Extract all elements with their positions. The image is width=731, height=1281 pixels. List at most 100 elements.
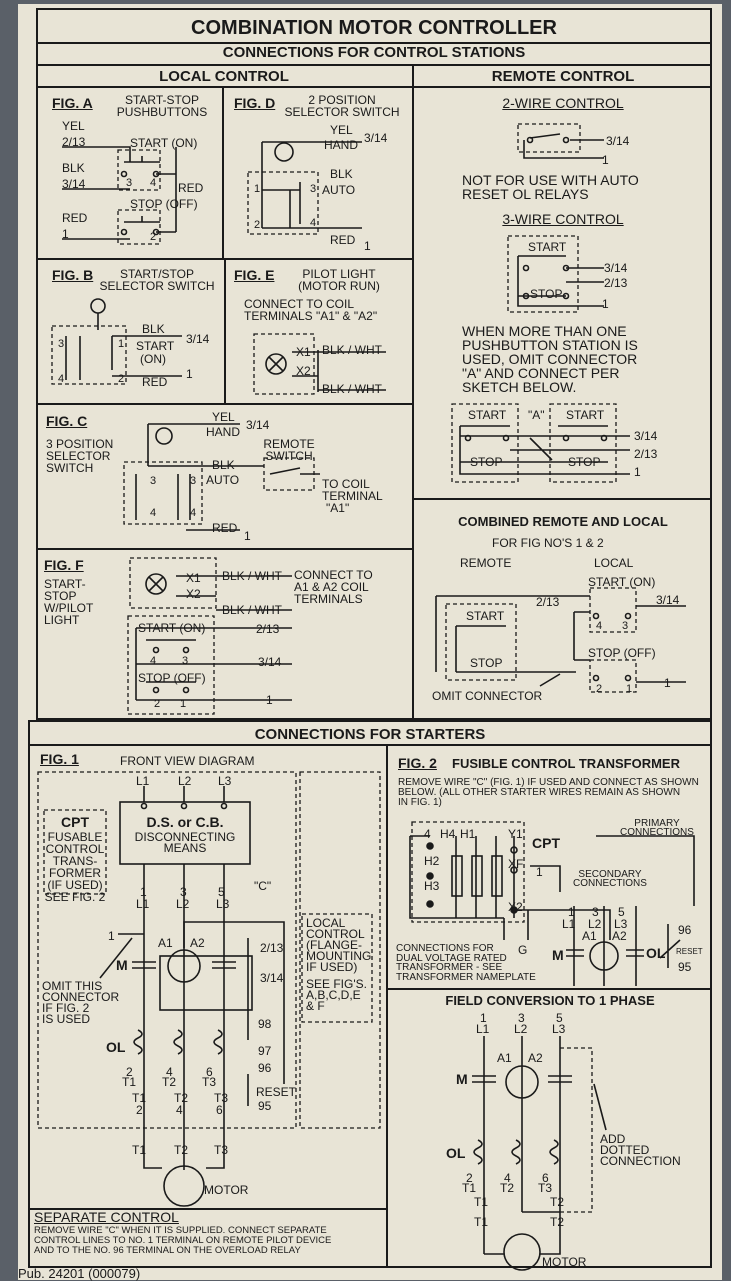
terminal-number: 4 [150,655,157,667]
terminal-number: 2 [126,1065,133,1079]
wire-label: 97 [258,1044,272,1058]
wire-label: RED [178,181,204,195]
line-l2: L2 [588,917,602,931]
wire-label: 95 [678,960,692,974]
wire-label: 96 [258,1061,272,1075]
combined-title: COMBINED REMOTE AND LOCAL [458,514,668,529]
fig-2-title: FUSIBLE CONTROL TRANSFORMER [452,756,680,771]
wire-label: 3/14 [246,418,270,432]
page-title: COMBINATION MOTOR CONTROLLER [191,17,557,39]
position-label: START [136,339,175,353]
wire-label: 3/14 [364,131,388,145]
terminal-t1: T1 [132,1091,147,1105]
wire-label: 3/14 [62,177,86,191]
note-text: TERMINALS "A1" & "A2" [244,309,378,323]
terminal-number: 1 [480,1011,487,1025]
grid-line [36,403,412,405]
wire-label: 2/13 [260,941,284,955]
terminal-number: 3 [592,905,599,919]
wire-label: 3/14 [656,593,680,607]
section-header-line [36,86,712,88]
terminal-number: 1 [568,905,575,919]
omit-connector-label: OMIT CONNECTOR [432,689,543,703]
local-control-heading: LOCAL CONTROL [159,68,289,85]
coil-a2: A2 [190,936,205,950]
terminal-number: 4 [190,507,197,519]
field-conversion-schematic [472,1036,607,1271]
coil-a1: A1 [158,936,173,950]
note-text: NOT FOR USE WITH AUTO [462,172,639,188]
terminal-number: 2 [150,231,157,243]
wire-label: RED [62,211,88,225]
combined-schematic [435,587,686,693]
terminal-number: 3 [126,177,133,189]
fig-1-schematic [37,771,381,1207]
terminal-number: 4 [504,1171,511,1185]
terminal-number: 1 [254,183,261,195]
line-l2: L2 [514,1022,528,1036]
terminal-t2: T2 [162,1075,177,1089]
motor-label: MOTOR [204,1183,249,1197]
wire-label: 1 [536,865,543,879]
page-subtitle: CONNECTIONS FOR CONTROL STATIONS [222,44,526,61]
wire-label: 96 [678,923,692,937]
position-label: AUTO [206,473,240,487]
terminal-number: 1 [626,683,633,695]
stop-label: STOP (OFF) [588,646,656,660]
terminal-number: 4 [150,507,157,519]
cpt-title: CPT [61,814,89,830]
terminal-number: 4 [424,827,431,841]
separate-control-note: REMOVE WIRE "C" WHEN IT IS SUPPLIED. CON… [34,1225,332,1256]
terminal-t1: T1 [462,1181,477,1195]
start-label: START [466,609,505,623]
terminal-t1: T1 [132,1143,147,1157]
line-l1: L1 [562,917,576,931]
ground-label: G [518,943,528,957]
stop-label: STOP (OFF) [130,197,198,211]
terminal-t3: T3 [538,1181,553,1195]
fig-c-schematic [123,423,320,531]
grid-line [224,258,226,403]
fig-2-label: FIG. 2 [398,755,437,771]
motor-label: MOTOR [542,1255,587,1269]
disconnect-title: D.S. or C.B. [146,814,224,830]
terminal-number: 2 [154,698,161,710]
multi-station-schematic [451,403,630,483]
wire-label: 1 [602,297,609,311]
terminal-number: 6 [542,1171,549,1185]
line-l3: L3 [218,774,232,788]
terminal-h2: H2 [424,854,440,868]
fig-e-title: PILOT LIGHT(MOTOR RUN) [298,267,380,293]
start-label: START [528,240,567,254]
separate-control-title: SEPARATE CONTROL [34,1209,179,1225]
wire-label: 1 [634,465,641,479]
wire-label: RED [212,521,238,535]
contactor-m-label: M [116,957,128,973]
wire-label: 2/13 [256,622,280,636]
fig-e-label: FIG. E [234,267,275,283]
terminal-number: 6 [206,1065,213,1079]
publication-number: Pub. 24201 (000079) [18,1266,141,1281]
wire-label: YEL [62,119,85,133]
fig-2-note: REMOVE WIRE "C" (FIG. 1) IF USED AND CON… [398,777,699,808]
connector-a-label: "A" [528,408,545,422]
terminal-number: 3 [58,338,65,350]
wire-label: 1 [664,676,671,690]
wire-label: 2/13 [536,595,560,609]
terminal-number: 4 [310,217,317,229]
grid-line [412,498,712,500]
stop-label: STOP [530,287,563,301]
fig-b-schematic [51,298,182,385]
line-l1: L1 [476,1022,490,1036]
line-l2: L2 [176,897,190,911]
field-conversion-title: FIELD CONVERSION TO 1 PHASE [445,993,655,1008]
line-l1: L1 [136,897,150,911]
coil-a1: A1 [582,929,597,943]
terminal-number: 5 [218,885,225,899]
